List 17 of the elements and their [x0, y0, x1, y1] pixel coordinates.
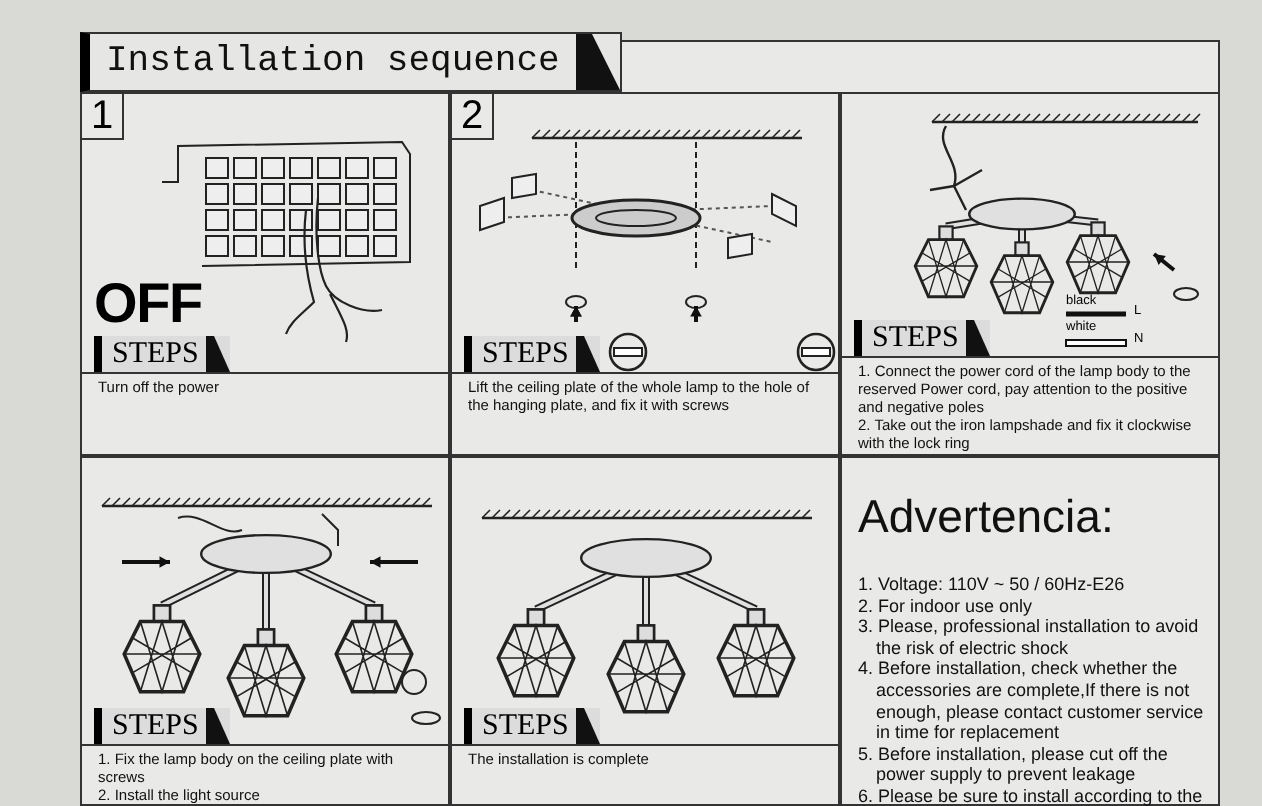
step-number: 1 — [80, 92, 124, 140]
warning-heading: Advertencia: — [858, 494, 1114, 540]
steps-tab: STEPS — [854, 320, 991, 356]
warning-item: 1. Voltage: 110V ~ 50 / 60Hz-E26 — [858, 574, 1127, 596]
step-panel — [840, 456, 1220, 806]
steps-tab: STEPS — [94, 708, 231, 744]
warning-item: 3. Please, professional installation to avoid the risk of electric shock — [858, 616, 1201, 659]
step-number: 2 — [450, 92, 494, 140]
warning-item: 5. Before installation, please cut off the power supply to prevent leakage — [858, 743, 1170, 786]
off-label: OFF — [94, 276, 202, 332]
title-band: Installation sequence — [80, 32, 622, 92]
steps-tab: STEPS — [464, 336, 601, 372]
warning-item: 6. Please be sure to install according to the — [858, 785, 1205, 806]
warning-item: 2. For indoor use only — [858, 595, 1035, 617]
steps-tab: STEPS — [464, 708, 601, 744]
warning-item: 4. Before installation, check whether the accessories are complete,If there is not enough, please contact customer service in time for replacement — [858, 658, 1206, 744]
steps-tab: STEPS — [94, 336, 231, 372]
